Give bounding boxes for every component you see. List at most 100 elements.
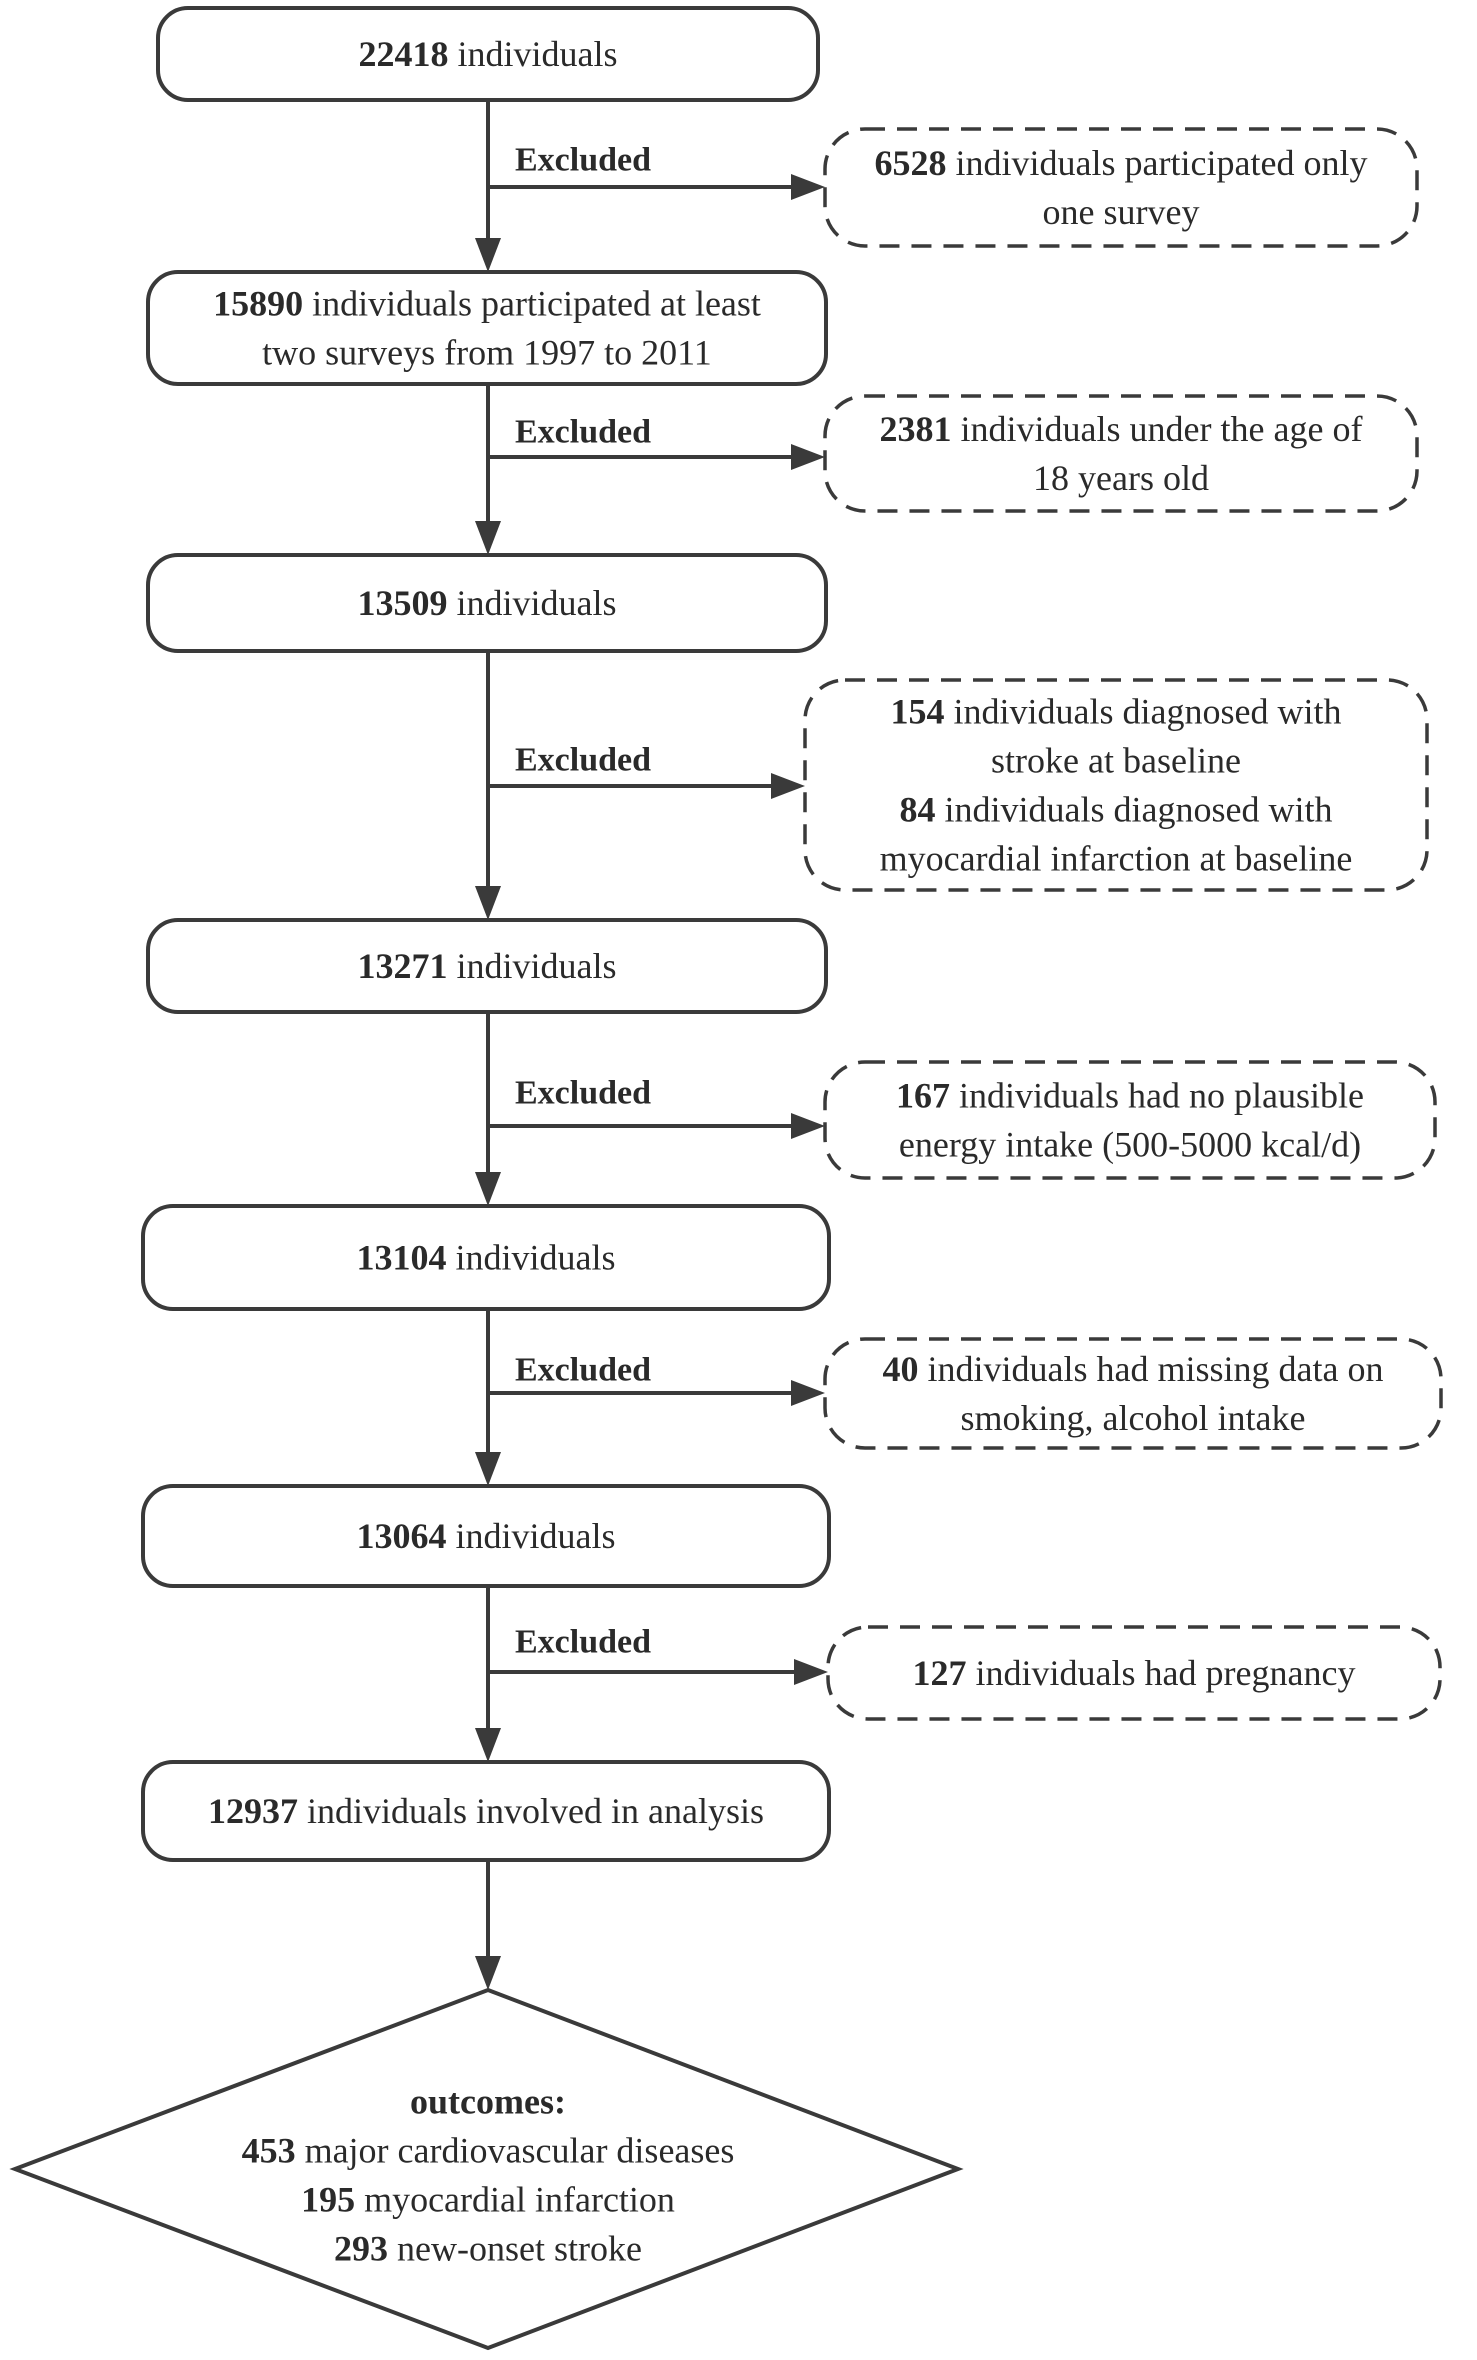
count-value: 13064 bbox=[357, 1516, 447, 1556]
exclusion-box-1: 6528 individuals participated only one su… bbox=[823, 127, 1419, 248]
flow-arrowhead bbox=[475, 1956, 501, 1990]
exclusion-box-4: 167 individuals had no plausible energy i… bbox=[823, 1060, 1437, 1180]
outcome-node: outcomes: 453 major cardiovascular diseas… bbox=[9, 1987, 964, 2351]
flow-arrowhead bbox=[475, 886, 501, 920]
label-text: individuals participated only bbox=[947, 143, 1368, 183]
label-text: individuals involved in analysis bbox=[298, 1791, 764, 1831]
count-value: 13509 bbox=[358, 583, 448, 623]
outcome-line-4: 293 new-onset stroke bbox=[334, 2229, 642, 2269]
label-text: individuals under the age of bbox=[952, 409, 1363, 449]
main-box-4: 13271 individuals bbox=[146, 918, 828, 1014]
exclusion-arrowhead bbox=[791, 174, 825, 200]
outcome-diamond bbox=[9, 1987, 964, 2351]
count-value: 13271 bbox=[358, 946, 448, 986]
exclusion-arrowhead bbox=[791, 1380, 825, 1406]
exclusion-box-frame bbox=[823, 127, 1419, 248]
main-box-2: 15890 individuals participated at least t… bbox=[146, 270, 828, 386]
exclusion-box-frame bbox=[823, 1337, 1443, 1450]
main-box-3: 13509 individuals bbox=[146, 553, 828, 653]
count-value: 12937 bbox=[208, 1791, 298, 1831]
exclusion-box-1-line-2: one survey bbox=[1043, 192, 1200, 232]
exclusion-box-2-line-2: 18 years old bbox=[1033, 458, 1209, 498]
label-text: individuals bbox=[447, 1238, 616, 1278]
count-value: 6528 bbox=[875, 143, 947, 183]
label-text: individuals participated at least bbox=[303, 284, 761, 324]
main-box-1-line-1: 22418 individuals bbox=[359, 34, 618, 74]
count-value: 293 bbox=[334, 2229, 388, 2269]
main-box-4-line-1: 13271 individuals bbox=[358, 946, 617, 986]
label-text: smoking, alcohol intake bbox=[961, 1398, 1306, 1438]
main-box-frame bbox=[146, 270, 828, 386]
main-boxes: 22418 individuals 15890 individuals parti… bbox=[141, 6, 831, 1862]
excluded-label: Excluded bbox=[515, 1624, 651, 1661]
count-value: 154 bbox=[891, 692, 945, 732]
exclusion-box-4-line-2: energy intake (500-5000 kcal/d) bbox=[899, 1125, 1361, 1165]
exclusion-box-5-line-2: smoking, alcohol intake bbox=[961, 1398, 1306, 1438]
label-text: energy intake (500-5000 kcal/d) bbox=[899, 1125, 1361, 1165]
count-value: 195 bbox=[301, 2180, 355, 2220]
label-text: one survey bbox=[1043, 192, 1200, 232]
label-text: two surveys from 1997 to 2011 bbox=[262, 333, 712, 373]
label-text: 18 years old bbox=[1033, 458, 1209, 498]
label-text: individuals had pregnancy bbox=[967, 1653, 1356, 1693]
label-text: myocardial infarction at baseline bbox=[880, 839, 1353, 879]
label-text: myocardial infarction bbox=[355, 2180, 675, 2220]
exclusion-box-3-line-2: stroke at baseline bbox=[991, 741, 1241, 781]
connectors: ExcludedExcludedExcludedExcludedExcluded… bbox=[475, 100, 828, 1990]
label-text: individuals had missing data on bbox=[919, 1349, 1384, 1389]
exclusion-arrowhead bbox=[791, 444, 825, 470]
exclusion-box-1-line-1: 6528 individuals participated only bbox=[875, 143, 1368, 183]
outcome-line-1: outcomes: bbox=[410, 2082, 566, 2122]
outcome-line-3: 195 myocardial infarction bbox=[301, 2180, 675, 2220]
label-text: stroke at baseline bbox=[991, 741, 1241, 781]
excluded-label: Excluded bbox=[515, 1352, 651, 1389]
exclusion-box-frame bbox=[803, 678, 1429, 892]
exclusion-box-2: 2381 individuals under the age of 18 year… bbox=[823, 394, 1419, 513]
count-value: 15890 bbox=[213, 284, 303, 324]
exclusion-box-3-line-4: myocardial infarction at baseline bbox=[880, 839, 1353, 879]
flow-arrowhead bbox=[475, 1452, 501, 1486]
main-box-frame bbox=[141, 1204, 831, 1311]
count-value: 127 bbox=[913, 1653, 967, 1693]
main-box-3-line-1: 13509 individuals bbox=[358, 583, 617, 623]
label-text: individuals bbox=[447, 1516, 616, 1556]
count-value: 13104 bbox=[357, 1238, 447, 1278]
label-text: individuals bbox=[448, 583, 617, 623]
main-box-frame bbox=[156, 6, 820, 102]
main-box-6-line-1: 13064 individuals bbox=[357, 1516, 616, 1556]
flow-arrowhead bbox=[475, 1172, 501, 1206]
count-value: 453 bbox=[242, 2131, 296, 2171]
label-text: individuals had no plausible bbox=[950, 1076, 1364, 1116]
count-value: 2381 bbox=[880, 409, 952, 449]
count-value: outcomes: bbox=[410, 2082, 566, 2122]
count-value: 84 bbox=[900, 790, 936, 830]
exclusion-box-3-line-1: 154 individuals diagnosed with bbox=[891, 692, 1342, 732]
main-box-frame bbox=[141, 1484, 831, 1588]
exclusion-box-6-line-1: 127 individuals had pregnancy bbox=[913, 1653, 1356, 1693]
main-box-2-line-2: two surveys from 1997 to 2011 bbox=[262, 333, 712, 373]
flow-arrowhead bbox=[475, 238, 501, 272]
exclusion-box-5-line-1: 40 individuals had missing data on bbox=[883, 1349, 1384, 1389]
exclusion-box-4-line-1: 167 individuals had no plausible bbox=[896, 1076, 1364, 1116]
excluded-label: Excluded bbox=[515, 142, 651, 179]
label-text: new-onset stroke bbox=[388, 2229, 642, 2269]
label-text: individuals diagnosed with bbox=[936, 790, 1333, 830]
flow-arrowhead bbox=[475, 1728, 501, 1762]
label-text: individuals bbox=[448, 946, 617, 986]
outcome-line-2: 453 major cardiovascular diseases bbox=[242, 2131, 735, 2171]
main-box-1: 22418 individuals bbox=[156, 6, 820, 102]
exclusion-arrowhead bbox=[771, 773, 805, 799]
main-box-7: 12937 individuals involved in analysis bbox=[141, 1760, 831, 1862]
count-value: 167 bbox=[896, 1076, 950, 1116]
label-text: individuals bbox=[449, 34, 618, 74]
exclusion-box-frame bbox=[823, 1060, 1437, 1180]
main-box-frame bbox=[146, 918, 828, 1014]
exclusion-box-frame bbox=[823, 394, 1419, 513]
exclusion-box-5: 40 individuals had missing data on smokin… bbox=[823, 1337, 1443, 1450]
exclusion-boxes: 6528 individuals participated only one su… bbox=[803, 127, 1443, 1721]
flow-arrowhead bbox=[475, 521, 501, 555]
count-value: 40 bbox=[883, 1349, 919, 1389]
label-text: major cardiovascular diseases bbox=[296, 2131, 735, 2171]
exclusion-box-2-line-1: 2381 individuals under the age of bbox=[880, 409, 1363, 449]
